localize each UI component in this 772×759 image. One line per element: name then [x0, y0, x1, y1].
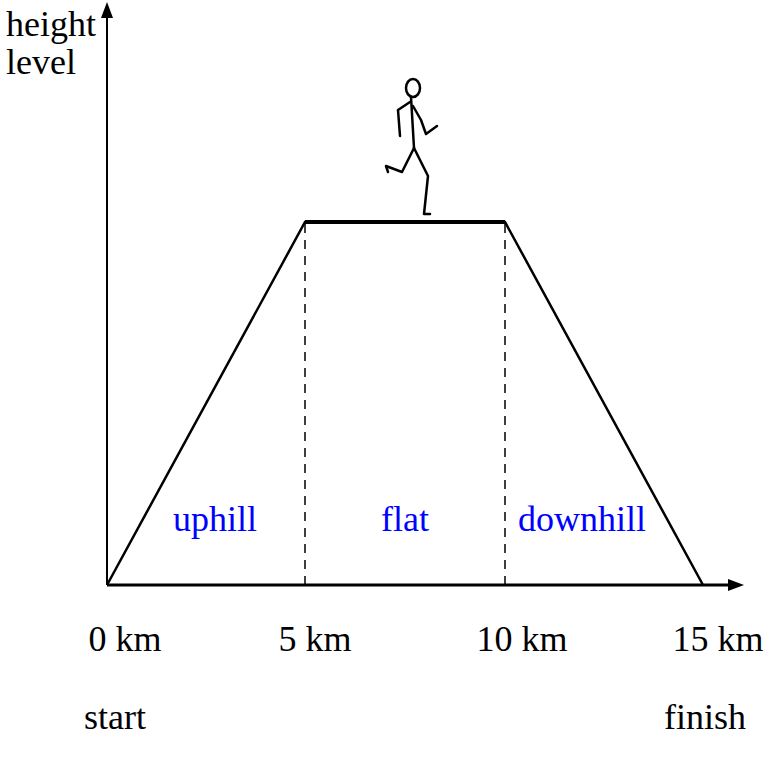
runner-leg	[386, 148, 414, 172]
y-axis	[106, 14, 108, 585]
y-axis-arrowhead	[101, 2, 113, 18]
distance-tick-label: 0 km	[88, 621, 161, 659]
runner-arm	[413, 106, 437, 134]
height-profile	[107, 222, 703, 585]
runner-figure	[386, 79, 437, 214]
axis-title: height level	[6, 6, 106, 82]
runner-arm	[398, 102, 410, 136]
x-axis	[107, 584, 732, 587]
end-label: finish	[664, 699, 746, 737]
distance-tick-label: 10 km	[476, 621, 567, 659]
distance-tick-label: 5 km	[278, 621, 351, 659]
section-label: flat	[381, 501, 429, 539]
distance-tick-label: 15 km	[672, 621, 763, 659]
divider-line	[504, 224, 506, 585]
runner-torso	[411, 97, 414, 148]
section-label: downhill	[518, 501, 646, 539]
section-label: uphill	[173, 501, 257, 539]
runner-head	[406, 79, 420, 97]
end-label: start	[84, 699, 146, 737]
divider-line	[304, 224, 306, 585]
x-axis-arrowhead	[728, 579, 744, 591]
runner-leg	[414, 148, 430, 214]
flat-segment	[305, 220, 505, 224]
